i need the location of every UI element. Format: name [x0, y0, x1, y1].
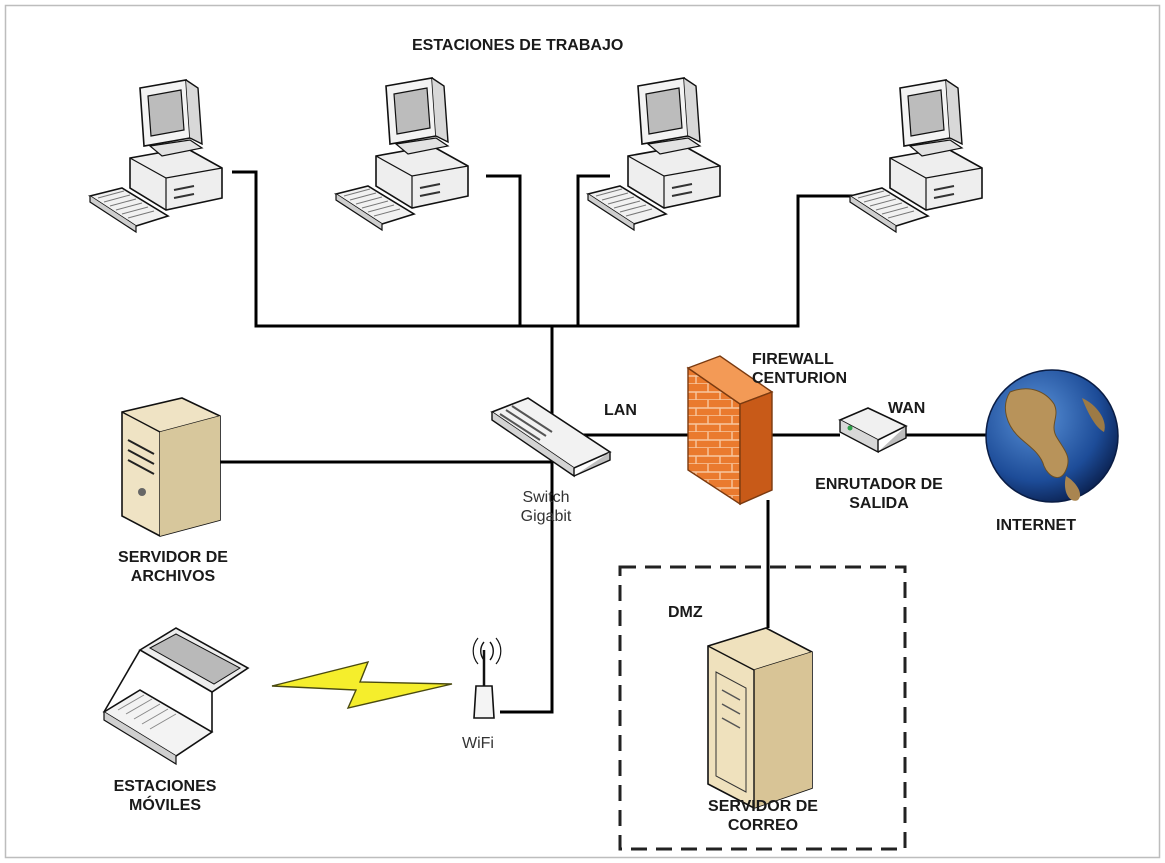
mobile-label: ESTACIONES MÓVILES [90, 777, 240, 815]
dmz-label: DMZ [668, 604, 703, 621]
switch-icon [490, 397, 612, 478]
firewall-icon [686, 355, 774, 506]
workstation-icon [587, 77, 721, 231]
mobile-label-line1: ESTACIONES [113, 778, 217, 795]
router-label-line2: SALIDA [849, 495, 909, 512]
file-server-label-line1: SERVIDOR DE [118, 549, 228, 566]
switch-label-line2: Gigabit [520, 508, 572, 525]
router-label: ENRUTADOR DE SALIDA [804, 475, 954, 513]
file-server-icon [121, 397, 221, 537]
wifi-antenna-icon [472, 637, 502, 719]
lan-label: LAN [604, 402, 637, 419]
workstations-title: ESTACIONES DE TRABAJO [412, 37, 624, 54]
mail-server-label: SERVIDOR DE CORREO [688, 797, 838, 835]
workstation-icon [89, 79, 223, 233]
router-icon [838, 407, 908, 454]
mobile-label-line2: MÓVILES [128, 797, 201, 814]
mail-server-icon [707, 627, 813, 809]
firewall-label-line1: FIREWALL [752, 351, 834, 368]
internet-label: INTERNET [996, 517, 1076, 534]
file-server-label: SERVIDOR DE ARCHIVOS [98, 548, 248, 586]
router-label-line1: ENRUTADOR DE [815, 476, 943, 493]
file-server-label-line2: ARCHIVOS [130, 568, 216, 585]
dmz-zone [618, 565, 907, 851]
workstation-icon [335, 77, 469, 231]
workstation-icon [849, 79, 983, 233]
globe-icon [985, 369, 1119, 503]
switch-label: Switch Gigabit [506, 488, 586, 526]
switch-label-line1: Switch [522, 489, 570, 506]
mail-server-label-line1: SERVIDOR DE [708, 798, 818, 815]
firewall-label-line2: CENTURION [752, 370, 848, 387]
mail-server-label-line2: CORREO [727, 817, 799, 834]
wifi-label: WiFi [462, 735, 494, 752]
wireless-bolt-icon [271, 660, 453, 709]
firewall-label: FIREWALL CENTURION [752, 350, 847, 388]
wan-label: WAN [888, 400, 926, 417]
laptop-icon [102, 627, 250, 766]
